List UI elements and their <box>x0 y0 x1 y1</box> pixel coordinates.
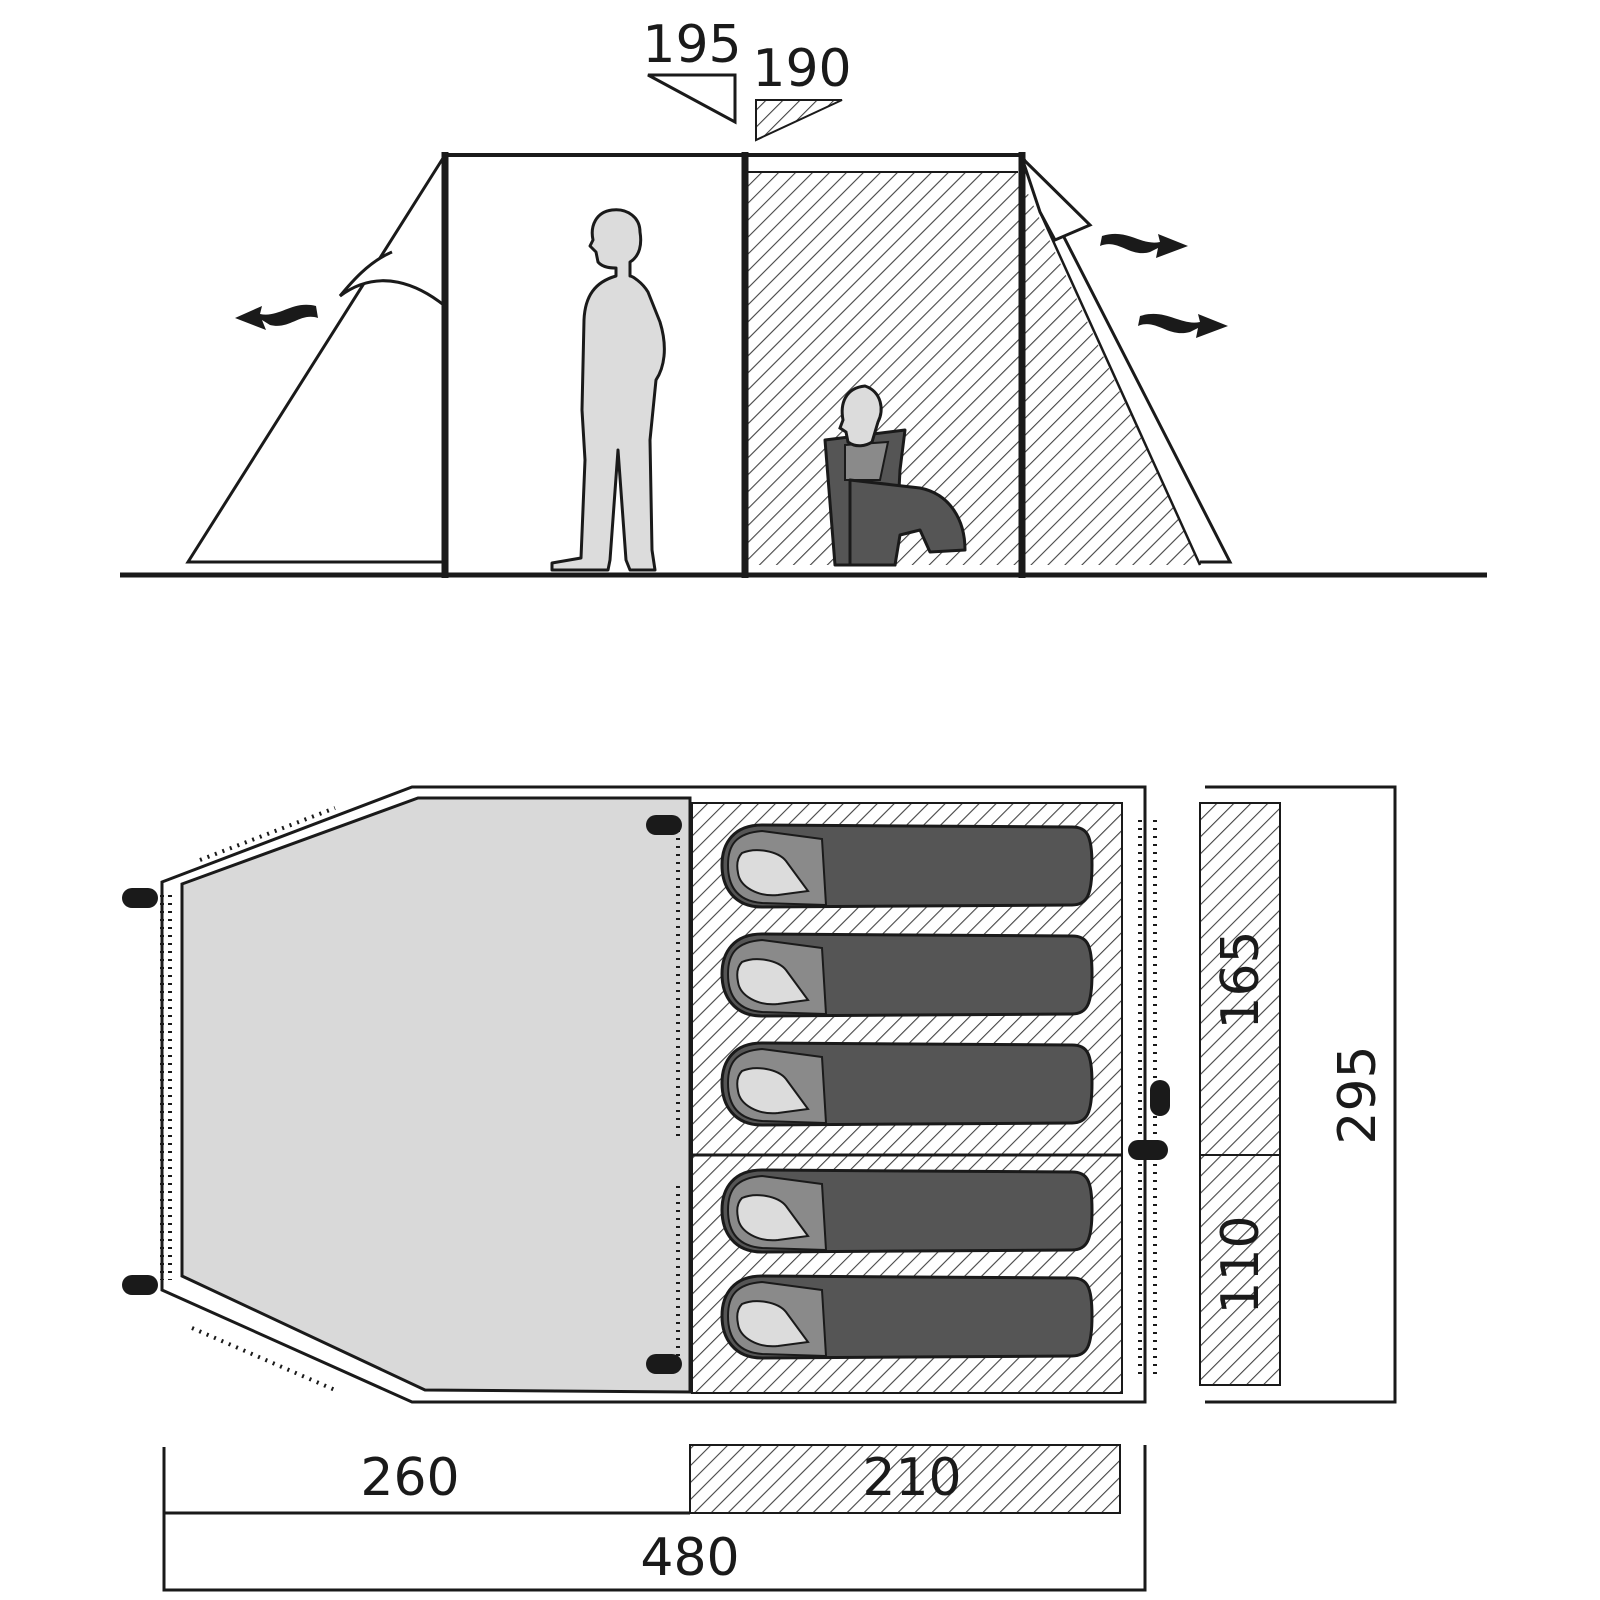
length-label-living: 260 <box>360 1448 459 1508</box>
peg-icon <box>646 815 682 835</box>
vent-arrow-left-icon <box>235 304 318 330</box>
sleeping-bag <box>720 932 1094 1018</box>
sleeping-bag <box>720 823 1094 909</box>
sleeping-bag <box>720 1274 1094 1360</box>
peg-icon <box>646 1354 682 1374</box>
sleeping-bag <box>720 1168 1094 1254</box>
peg-icon <box>122 888 158 908</box>
vent-arrow-right-top-icon <box>1100 233 1188 258</box>
right-door-flap <box>1020 156 1093 242</box>
length-bar-bedroom <box>689 1444 1121 1514</box>
height-label-bedroom: 190 <box>752 39 851 99</box>
left-door-flap <box>338 250 446 308</box>
length-label-total: 480 <box>640 1528 739 1588</box>
height-label-living: 195 <box>642 15 741 75</box>
length-label-bedroom: 210 <box>862 1448 961 1508</box>
peg-icon <box>1128 1140 1168 1160</box>
depth-bar-lower <box>1199 1154 1281 1386</box>
peg-markers <box>122 815 1170 1374</box>
right-flysheet <box>1020 154 1233 564</box>
depth-label-lower: 110 <box>1211 1215 1271 1314</box>
depth-label-upper: 165 <box>1211 930 1271 1029</box>
height-marker-bedroom-icon <box>755 99 843 142</box>
length-bracket-total <box>162 1445 1147 1592</box>
standing-person-icon <box>550 208 666 572</box>
depth-label-total: 295 <box>1328 1045 1388 1144</box>
right-inner-wall <box>1038 211 1202 566</box>
seated-person-icon <box>823 384 967 567</box>
peg-icon <box>122 1275 158 1295</box>
height-marker-living-icon <box>647 73 737 125</box>
side-view: 195 190 <box>120 15 1487 578</box>
sleeping-bag <box>720 1041 1094 1127</box>
living-area <box>180 796 692 1394</box>
floor-plan: 165 110 295 260 210 480 <box>122 785 1397 1592</box>
peg-icon <box>1150 1080 1170 1116</box>
depth-bracket-total <box>1205 785 1397 1404</box>
vent-arrow-right-bottom-icon <box>1138 313 1228 338</box>
left-flysheet <box>185 154 447 564</box>
